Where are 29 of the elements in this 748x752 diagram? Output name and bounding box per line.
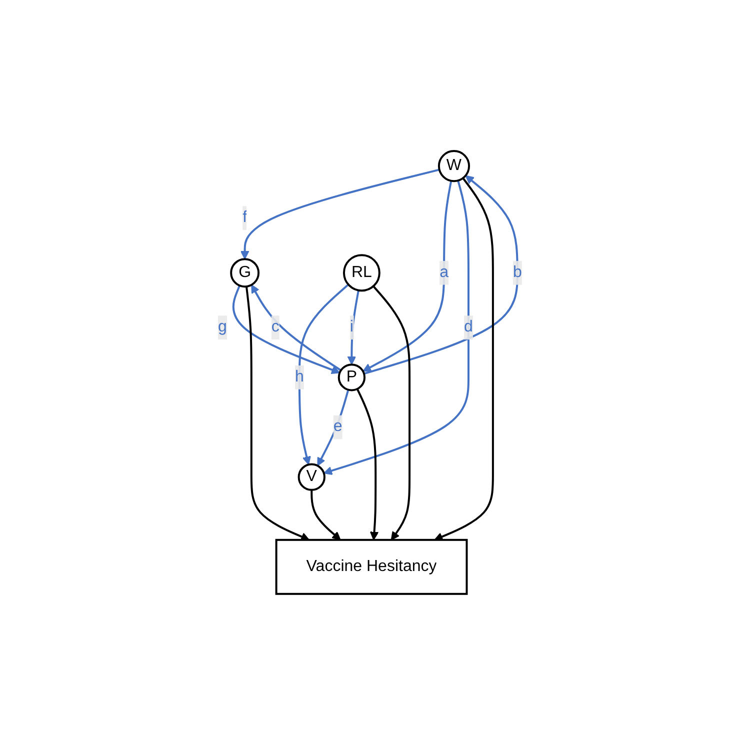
- edge-label: c: [271, 318, 280, 336]
- edge-label: b: [513, 263, 522, 280]
- node-circle: V: [298, 462, 326, 490]
- edge-label: g: [218, 318, 227, 336]
- arrow: [347, 290, 360, 364]
- edge-label: h: [295, 368, 304, 385]
- arrow: [240, 168, 440, 260]
- node-circle: W: [438, 150, 470, 182]
- node-circle: G: [230, 258, 260, 288]
- arrow: [251, 284, 342, 371]
- arrow: [434, 177, 494, 540]
- edge-label: f: [242, 208, 248, 226]
- arrow: [310, 489, 341, 540]
- edge-label: i: [350, 318, 354, 336]
- edge-label: a: [440, 263, 449, 280]
- arrow: [298, 283, 350, 465]
- edge-label: e: [333, 418, 342, 435]
- arrow: [246, 286, 310, 540]
- arrow: [372, 285, 411, 540]
- node-circle: P: [338, 363, 366, 391]
- arrow: [356, 388, 379, 540]
- node-box: Vaccine Hesitancy: [275, 538, 468, 594]
- arrow: [317, 389, 350, 466]
- arrow: [324, 180, 470, 475]
- arrow: [362, 180, 452, 372]
- arrow: [364, 174, 518, 374]
- node-circle: RL: [343, 254, 380, 292]
- edge-label: d: [464, 318, 474, 336]
- arrow: [232, 284, 340, 374]
